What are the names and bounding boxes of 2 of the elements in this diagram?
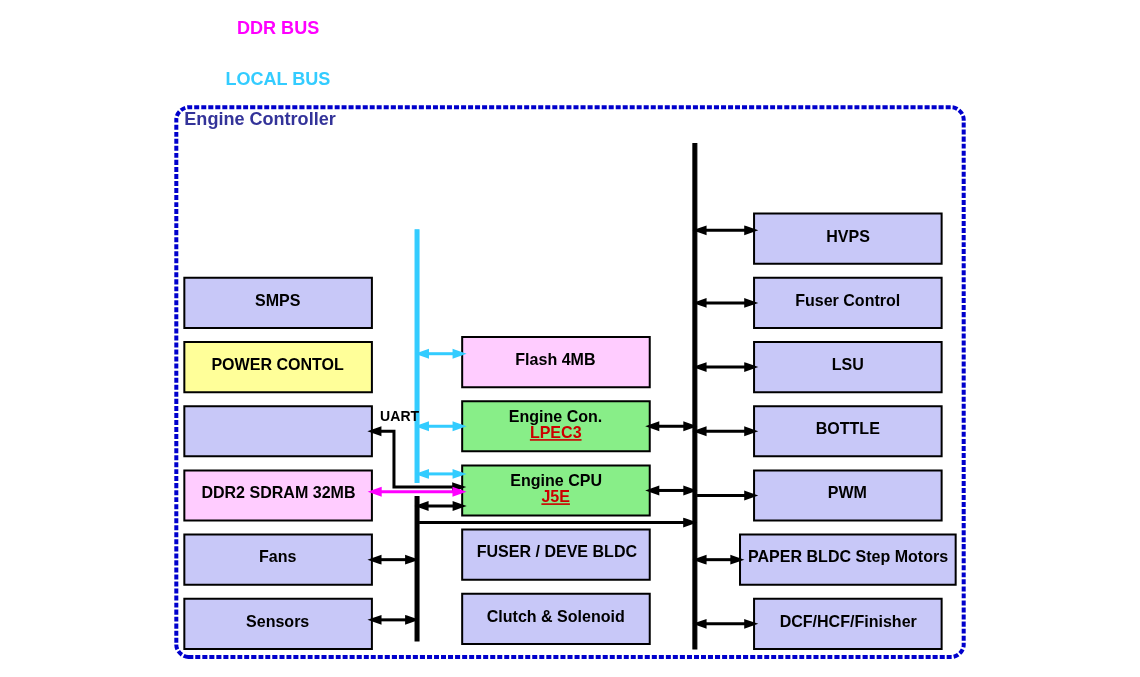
legend-label: LOCAL BUS	[225, 68, 331, 89]
legend-label: DDR BUS	[236, 17, 320, 38]
